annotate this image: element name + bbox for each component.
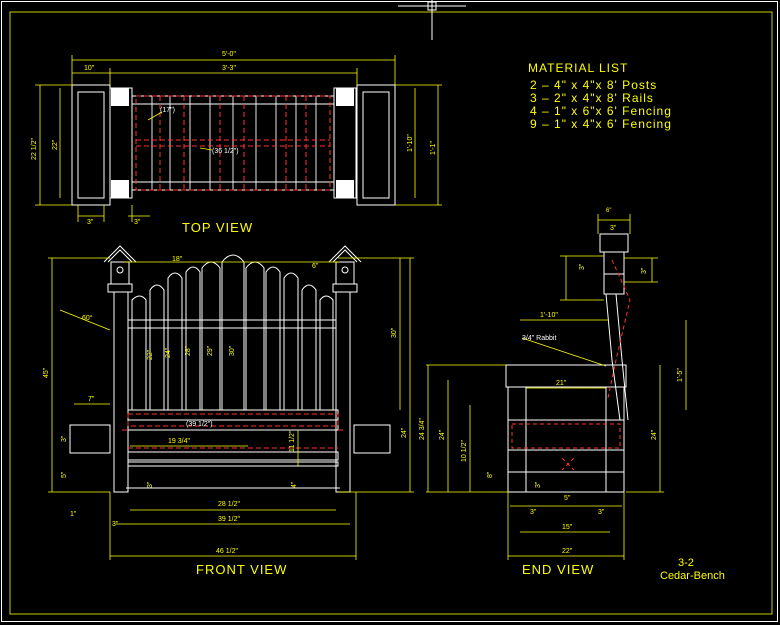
material-item-fencing-6: 4 – 1" x 6"x 6' Fencing [530,104,672,118]
top-picket-36: (36 1/2") [212,148,239,155]
end-dim-base-inner: 15" [562,524,573,531]
front-seat-inner: (39 1/2") [186,421,213,428]
end-dim-foot-a: 3" [535,481,542,488]
end-dim-foot-b: 3" [530,509,537,516]
end-dim-seat-width: 21" [556,380,567,387]
front-dim-gap-left: 3" [147,481,154,488]
front-picket-28: 28" [185,345,192,356]
end-dim-foot-d: 5" [564,495,571,502]
front-dim-height-total: 45" [43,367,50,378]
front-small-a: 3" [61,435,68,442]
front-picket-30: 30" [229,345,236,356]
end-dim-height-right-b: 24" [651,429,658,440]
end-dim-height-b: 3" [641,267,648,274]
top-dim-depth-right-a: 1'-10" [407,134,414,152]
front-small-e: 6" [312,263,319,270]
front-picket-29: 29" [207,345,214,356]
end-view: 6" 3" 3" 3" 1'-10" 3/4" Rabbit 1'-5" 21"… [419,208,687,577]
end-dim-height-right: 1'-5" [677,368,684,382]
front-small-c: 1" [70,511,77,518]
front-view: 18" 60° 45" 30" 24" 7" 22" 24" 28" 29" 3… [43,245,414,577]
front-dim-height-seat: 24" [401,427,408,438]
end-dim-height-leg: 10 1/2" [461,440,468,462]
top-dim-overall: 5'-0" [222,51,236,58]
end-dim-height-low: 8" [487,471,494,478]
drawing-name: Cedar-Bench [660,570,725,582]
front-dim-angle: 60° [82,314,93,322]
inner-frame [9,11,773,615]
front-small-d: 3" [112,521,119,528]
top-dim-depth-right-b: 1'-1" [430,141,437,155]
front-dim-width-mid: 39 1/2" [218,516,240,523]
top-post-b: 3" [134,219,141,226]
front-dim-arm: 7" [88,396,95,403]
front-dim-rail-height: 11 1/2" [289,430,296,452]
top-dim-depth-left: 22 1/2" [31,138,38,160]
end-dim-rail-length: 1'-10" [540,312,558,319]
front-dim-width-total: 46 1/2" [216,548,238,555]
end-dim-height-total: 24 3/4" [419,418,426,440]
material-list: MATERIAL LIST 2 – 4" x 4"x 8' Posts 3 – … [528,61,672,131]
end-dim-foot-c: 3" [598,509,605,516]
end-dim-top: 6" [606,208,611,214]
front-dim-height-back: 30" [391,327,398,338]
end-dim-top-in: 3" [610,225,617,232]
top-dim-end-width: 10" [84,65,95,72]
end-view-title: END VIEW [522,562,594,577]
end-rabbit-note: 3/4" Rabbit [522,335,556,342]
front-dim-width-inner: 28 1/2" [218,501,240,508]
title-block: 3-2 Cedar-Bench [660,557,725,582]
front-dim-arch: 18" [172,256,183,263]
material-item-fencing-4: 9 – 1" x 4"x 6' Fencing [530,117,672,131]
front-picket-22: 22" [147,349,154,360]
top-dim-inner: 3'-3" [222,65,236,72]
top-dim-depth-inner: 22" [52,139,59,150]
top-view: 5'-0" 3'-3" 10" 22 1/2" 22" 1'-10" 1'-1"… [31,51,442,235]
top-picket-17: (17") [160,107,175,114]
crosshair-cursor-icon [398,0,466,40]
front-small-b: 5" [61,471,68,478]
end-dim-height-seat: 24" [439,429,446,440]
end-dim-base-outer: 22" [562,548,573,555]
material-item-rails: 3 – 2" x 4"x 8' Rails [530,91,654,105]
material-item-posts: 2 – 4" x 4"x 8' Posts [530,78,657,92]
front-picket-24: 24" [165,347,172,358]
front-dim-gap-right: 4" [291,481,298,488]
end-dim-height-a: 3" [579,263,586,270]
top-view-title: TOP VIEW [182,220,253,235]
top-post-a: 3" [87,219,94,226]
material-list-title: MATERIAL LIST [528,61,628,75]
drawing-number: 3-2 [678,557,694,569]
front-dim-rail: 19 3/4" [168,438,190,445]
front-view-title: FRONT VIEW [196,562,287,577]
